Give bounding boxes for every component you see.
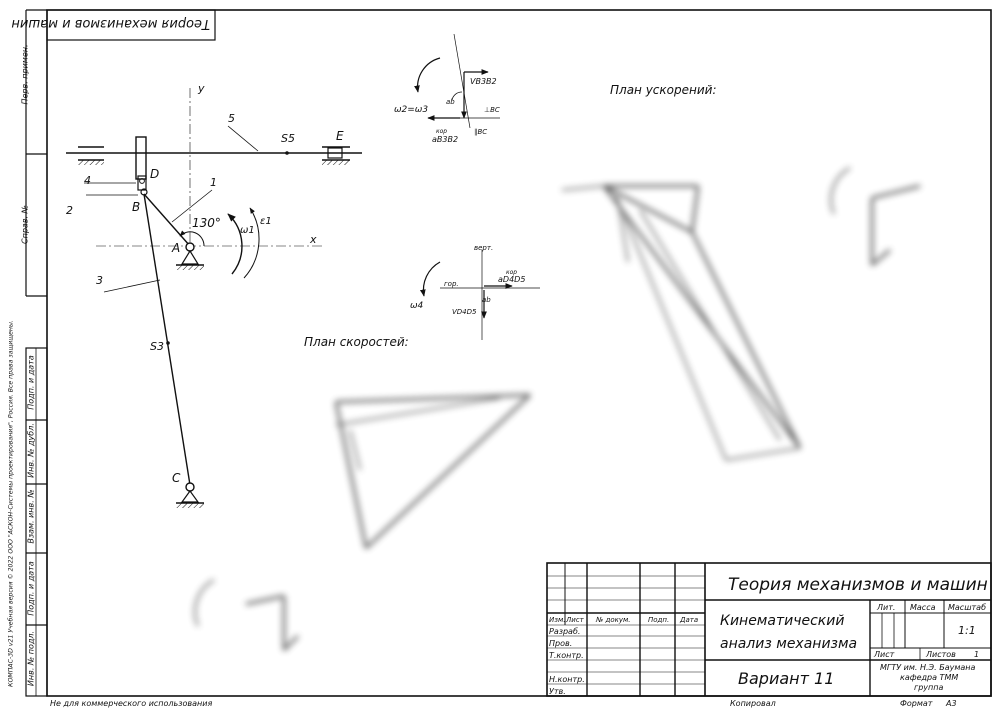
listov-value: 1 xyxy=(974,650,979,659)
listov-label: Листов xyxy=(925,650,956,659)
org-line1: МГТУ им. Н.Э. Баумана xyxy=(880,663,976,672)
point-S3-label: S3 xyxy=(150,340,164,353)
acceleration-plan-title: План ускорений: xyxy=(610,83,716,97)
mechanism-scheme xyxy=(66,88,362,508)
point-D-label: D xyxy=(150,167,159,181)
point-C-label: C xyxy=(172,471,181,485)
doc-title-line2: анализ механизма xyxy=(720,636,857,652)
col-data: Дата xyxy=(679,616,698,624)
row-nkontr: Н.контр. xyxy=(549,675,585,684)
acceleration-plan xyxy=(561,184,802,461)
coriolis-inset-mid xyxy=(419,250,540,340)
link-2-label: 2 xyxy=(66,204,73,217)
axis-y-label: y xyxy=(197,82,205,95)
side-label-sprav-no: Справ. № xyxy=(20,205,30,244)
title-block xyxy=(546,562,992,697)
epsilon1-label: ε1 xyxy=(260,216,272,227)
velocity-plan xyxy=(334,393,532,550)
link-5-label: 5 xyxy=(228,112,235,125)
blurred-vectors-right xyxy=(830,167,921,267)
ad4d5-kor-label: кор xyxy=(506,269,517,276)
header-title-rotated: Теория механизмов и машин xyxy=(11,16,210,31)
link-4-label: 4 xyxy=(84,174,91,187)
angle-label: 130° xyxy=(192,216,221,230)
col-izm: Изм. xyxy=(549,616,565,624)
org-line2: кафедра ТММ xyxy=(900,673,958,682)
omega4-label: ω4 xyxy=(410,301,424,311)
row-razrab: Разраб. xyxy=(549,627,580,636)
row-prov: Пров. xyxy=(549,639,572,648)
inset-mid-ab-label: ab xyxy=(482,296,491,304)
ab3b2-label: aB3B2 xyxy=(432,135,458,144)
massa-label: Масса xyxy=(910,603,936,612)
masshtab-label: Масштаб xyxy=(948,603,986,612)
sheet-frame xyxy=(25,9,992,697)
point-B-label: B xyxy=(132,200,140,214)
vert-label: верт. xyxy=(474,244,493,252)
doc-title-line1: Кинематический xyxy=(720,613,844,629)
side-label-inv-podl: Инв. № подл. xyxy=(26,630,36,687)
lit-label: Лит. xyxy=(876,603,895,612)
perp-bc-label: ⊥BC xyxy=(484,106,500,114)
coriolis-inset-top xyxy=(414,33,500,129)
ab3b2-kor-label: кор xyxy=(436,128,447,135)
course-title: Теория механизмов и машин xyxy=(728,575,988,595)
format-label: Формат xyxy=(900,699,933,708)
format-value: А3 xyxy=(945,699,957,708)
link-1-label: 1 xyxy=(210,176,217,189)
scale-value: 1:1 xyxy=(958,624,976,637)
license-note: КОМПАС-3D v21 Учебная версия © 2022 ООО … xyxy=(7,320,15,687)
velocity-plan-title: План скоростей: xyxy=(304,335,409,349)
hor-label: гор. xyxy=(444,280,459,288)
axis-x-label: x xyxy=(309,233,317,246)
omega1-label: ω1 xyxy=(240,225,255,236)
vb3b2-label: VB3B2 xyxy=(470,77,497,86)
vd4d5-label: VD4D5 xyxy=(452,308,477,316)
variant-label: Вариант 11 xyxy=(738,669,834,688)
point-E-label: E xyxy=(336,129,344,143)
point-S5-label: S5 xyxy=(281,132,295,145)
org-line3: группа xyxy=(914,683,943,692)
copied-label: Копировал xyxy=(730,699,776,708)
par-bc-label: ∥BC xyxy=(474,128,487,136)
col-podp: Подп. xyxy=(648,616,669,624)
point-A-label: A xyxy=(171,241,180,255)
bottom-left-note: Не для коммерческого использования xyxy=(50,699,212,708)
link-3-label: 3 xyxy=(96,274,103,287)
col-doc: № докум. xyxy=(595,616,631,624)
omega2-omega3-label: ω2=ω3 xyxy=(394,105,428,115)
list-label: Лист xyxy=(873,650,895,659)
blurred-vectors-bottom xyxy=(194,579,300,652)
row-tkontr: Т.контр. xyxy=(549,651,584,660)
inset-top-ab-label: ab xyxy=(446,98,455,106)
row-utv: Утв. xyxy=(549,687,566,696)
col-list: Лист xyxy=(565,616,585,624)
ad4d5-label: aD4D5 xyxy=(498,275,525,284)
side-label-perv-primen: Перв. примен. xyxy=(20,44,30,105)
